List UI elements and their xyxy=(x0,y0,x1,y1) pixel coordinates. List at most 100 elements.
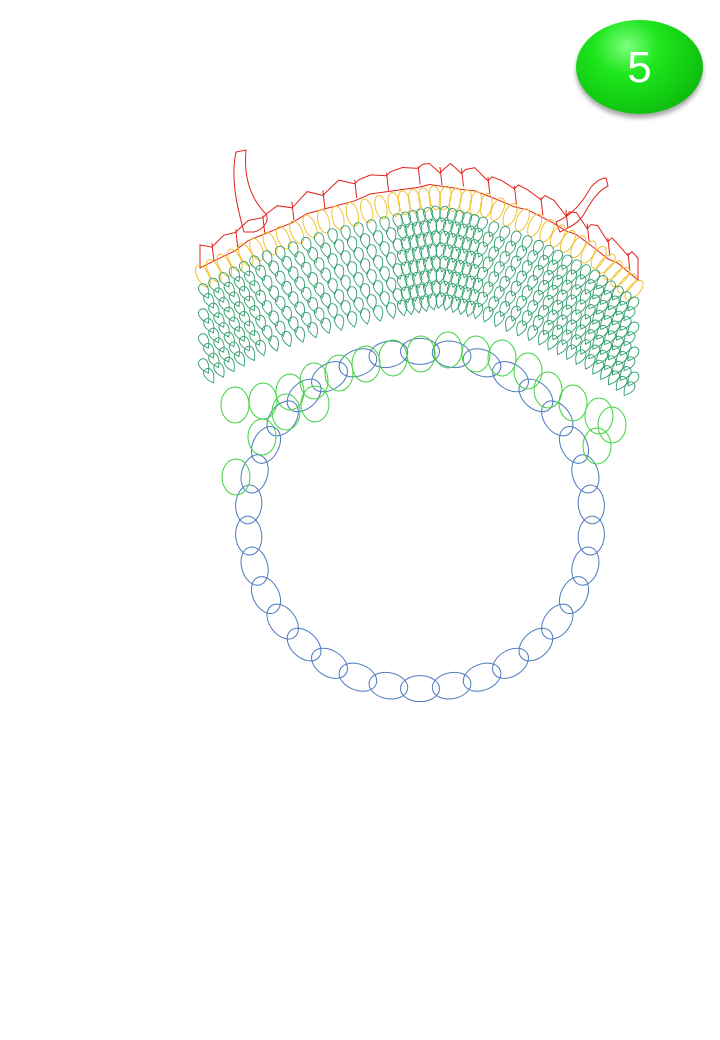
teal-cell xyxy=(627,346,640,362)
teal-cell xyxy=(327,303,338,321)
teal-cell xyxy=(419,295,430,313)
teal-cell xyxy=(615,326,628,341)
teal-cell xyxy=(203,368,215,384)
outer-cell-wall xyxy=(540,197,544,216)
blue-cell xyxy=(431,340,472,369)
teal-cell xyxy=(516,320,528,337)
green-cell xyxy=(433,331,463,369)
teal-cell xyxy=(379,241,390,259)
teal-cell xyxy=(238,311,251,327)
teal-cell xyxy=(244,345,256,362)
teal-cell xyxy=(208,302,220,319)
blue-cell xyxy=(235,515,263,556)
yellow-cell xyxy=(345,201,359,227)
blue-cell xyxy=(577,484,605,525)
outer-cell-wall xyxy=(487,176,491,195)
teal-cell xyxy=(627,296,640,312)
teal-cell xyxy=(203,318,215,334)
teal-cell xyxy=(372,305,384,323)
teal-cell xyxy=(340,275,351,293)
yellow-cell xyxy=(502,202,518,227)
blue-cell xyxy=(462,348,502,378)
yellow-cell xyxy=(360,198,374,223)
blue-cell xyxy=(492,361,529,393)
teal-cell xyxy=(327,253,338,271)
teal-cell xyxy=(379,216,390,234)
teal-cell xyxy=(397,249,408,267)
blue-cell xyxy=(240,546,269,586)
teal-cell xyxy=(213,362,225,379)
green-cell xyxy=(248,382,278,420)
teal-cell xyxy=(596,350,608,365)
teal-cell xyxy=(450,246,461,264)
teal-cell xyxy=(435,217,447,235)
teal-cell xyxy=(274,295,286,313)
teal-cell xyxy=(320,317,332,335)
blue-cell xyxy=(235,484,263,525)
teal-cell xyxy=(294,276,306,293)
teal-cell xyxy=(287,266,299,283)
teal-cell xyxy=(461,237,473,254)
teal-cell xyxy=(469,214,480,231)
teal-cell xyxy=(218,297,230,313)
blue-cell xyxy=(240,454,269,494)
blue-cell xyxy=(311,647,348,679)
outer-cell-wall xyxy=(461,168,464,187)
teal-cell xyxy=(359,308,371,326)
blue-cell xyxy=(400,675,440,703)
teal-cell xyxy=(461,287,473,304)
yellow-cell xyxy=(418,187,431,212)
teal-cell xyxy=(600,340,612,356)
teal-cell xyxy=(228,266,241,283)
outer-cell-wall xyxy=(354,179,358,198)
yellow-cell xyxy=(490,197,506,222)
teal-cell xyxy=(588,294,601,310)
teal-cell xyxy=(623,331,636,347)
teal-cell xyxy=(274,245,286,263)
teal-cell xyxy=(379,266,390,284)
teal-cell xyxy=(615,376,628,391)
teal-cell xyxy=(415,233,426,251)
teal-cell xyxy=(600,365,612,381)
teal-cell xyxy=(619,316,632,332)
blue-cell xyxy=(400,337,440,365)
teal-cell xyxy=(320,242,332,260)
teal-cell xyxy=(223,281,235,298)
teal-cell xyxy=(397,299,408,317)
teal-cell xyxy=(233,326,246,342)
green-cell xyxy=(487,339,517,377)
teal-cell xyxy=(592,334,605,350)
teal-cell xyxy=(461,212,473,229)
green-cell xyxy=(582,427,612,465)
teal-cell xyxy=(423,207,434,224)
blue-cell xyxy=(286,627,322,662)
teal-cell xyxy=(223,356,235,373)
teal-cell xyxy=(353,247,364,265)
teal-cell xyxy=(415,208,426,226)
teal-cell xyxy=(313,232,325,249)
teal-cell xyxy=(419,245,430,263)
teal-cell xyxy=(411,221,423,239)
teal-cell xyxy=(392,213,403,231)
teal-cell xyxy=(238,336,251,352)
teal-cell xyxy=(465,275,476,293)
teal-cell xyxy=(615,301,628,316)
teal-cell xyxy=(198,358,210,374)
teal-cell xyxy=(608,370,620,386)
teal-cell xyxy=(228,291,241,308)
teal-cell xyxy=(255,339,266,357)
teal-cell xyxy=(619,366,632,382)
teal-cell xyxy=(469,264,480,281)
teal-cell xyxy=(493,311,505,328)
teal-cell xyxy=(457,273,469,291)
teal-cell xyxy=(435,292,447,310)
teal-cell xyxy=(579,339,592,356)
teal-cell xyxy=(320,267,332,285)
teal-cell xyxy=(579,264,592,281)
teal-cell xyxy=(346,236,358,254)
teal-cell xyxy=(400,236,412,254)
teal-cell xyxy=(415,283,426,301)
right-hair-protrusion xyxy=(555,177,609,233)
teal-cell xyxy=(400,286,412,304)
teal-cell xyxy=(300,286,312,304)
